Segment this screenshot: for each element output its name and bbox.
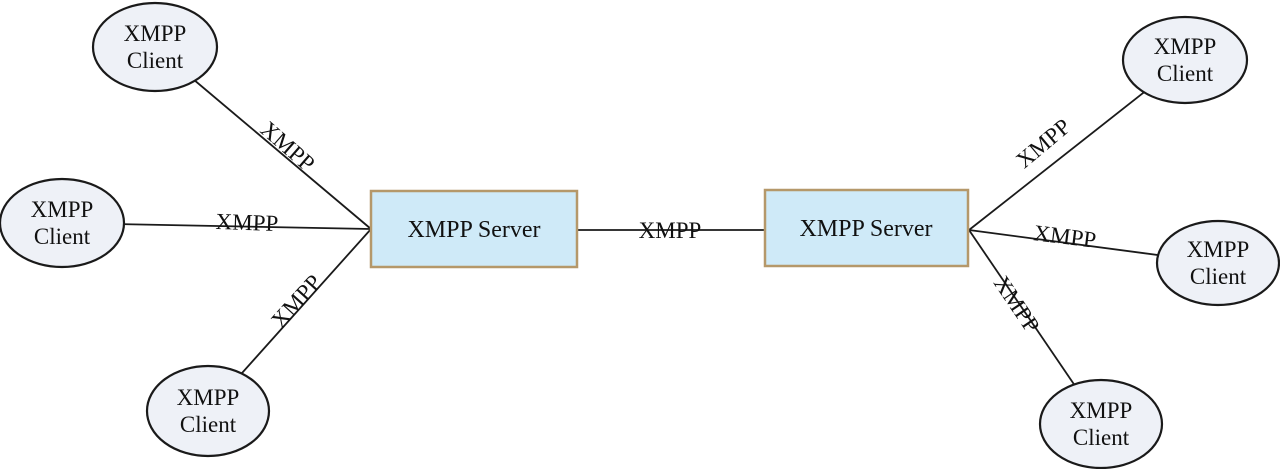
- server-right-label: XMPP Server: [799, 216, 932, 242]
- svg-text:XMPP: XMPP: [639, 218, 702, 243]
- client-node-bottom-left: [145, 364, 271, 458]
- edge-label-server-to-server: XMPP: [639, 218, 702, 243]
- edge-label-middle-left: XMPP: [215, 209, 278, 236]
- svg-text:XMPP: XMPP: [256, 116, 320, 176]
- client-node-top-right: [1121, 15, 1249, 105]
- svg-text:Client: Client: [180, 412, 237, 437]
- svg-text:XMPP: XMPP: [1011, 114, 1075, 173]
- client-node-bottom-right: [1038, 378, 1164, 469]
- svg-text:XMPP: XMPP: [177, 385, 240, 410]
- edge-label-middle-right: XMPP: [1032, 220, 1097, 252]
- server-left-label: XMPP Server: [407, 217, 540, 243]
- server-node-left: [369, 189, 579, 269]
- client-bottom-right-label: XMPP Client: [1070, 398, 1133, 450]
- edge-label-top-right: XMPP: [1011, 114, 1075, 173]
- svg-text:XMPP: XMPP: [1070, 398, 1133, 423]
- svg-text:XMPP: XMPP: [989, 271, 1045, 337]
- svg-text:Client: Client: [34, 224, 91, 249]
- client-top-left-label: XMPP Client: [124, 21, 187, 73]
- client-top-right-label: XMPP Client: [1154, 34, 1217, 86]
- client-bottom-left-label: XMPP Client: [177, 385, 240, 437]
- client-node-middle-left: [0, 177, 126, 269]
- client-middle-left-label: XMPP Client: [31, 197, 94, 249]
- svg-text:XMPP: XMPP: [1187, 237, 1250, 262]
- svg-text:XMPP: XMPP: [124, 21, 187, 46]
- svg-text:XMPP: XMPP: [31, 197, 94, 222]
- server-node-right: [763, 188, 970, 268]
- edge-label-bottom-left: XMPP: [266, 270, 327, 333]
- client-middle-right-label: XMPP Client: [1187, 237, 1250, 289]
- svg-text:Client: Client: [1190, 264, 1247, 289]
- edge-label-bottom-right: XMPP: [989, 271, 1045, 337]
- edge-label-top-left: XMPP: [256, 116, 320, 176]
- svg-text:XMPP: XMPP: [266, 270, 327, 333]
- svg-text:Client: Client: [1157, 61, 1214, 86]
- svg-text:XMPP: XMPP: [1032, 220, 1097, 252]
- svg-text:Client: Client: [1073, 425, 1130, 450]
- svg-text:XMPP: XMPP: [1154, 34, 1217, 59]
- svg-text:Client: Client: [127, 48, 184, 73]
- svg-text:XMPP: XMPP: [215, 209, 278, 236]
- server-node-group: [369, 188, 970, 269]
- client-node-top-left: [91, 1, 219, 93]
- client-node-middle-right: [1155, 219, 1280, 307]
